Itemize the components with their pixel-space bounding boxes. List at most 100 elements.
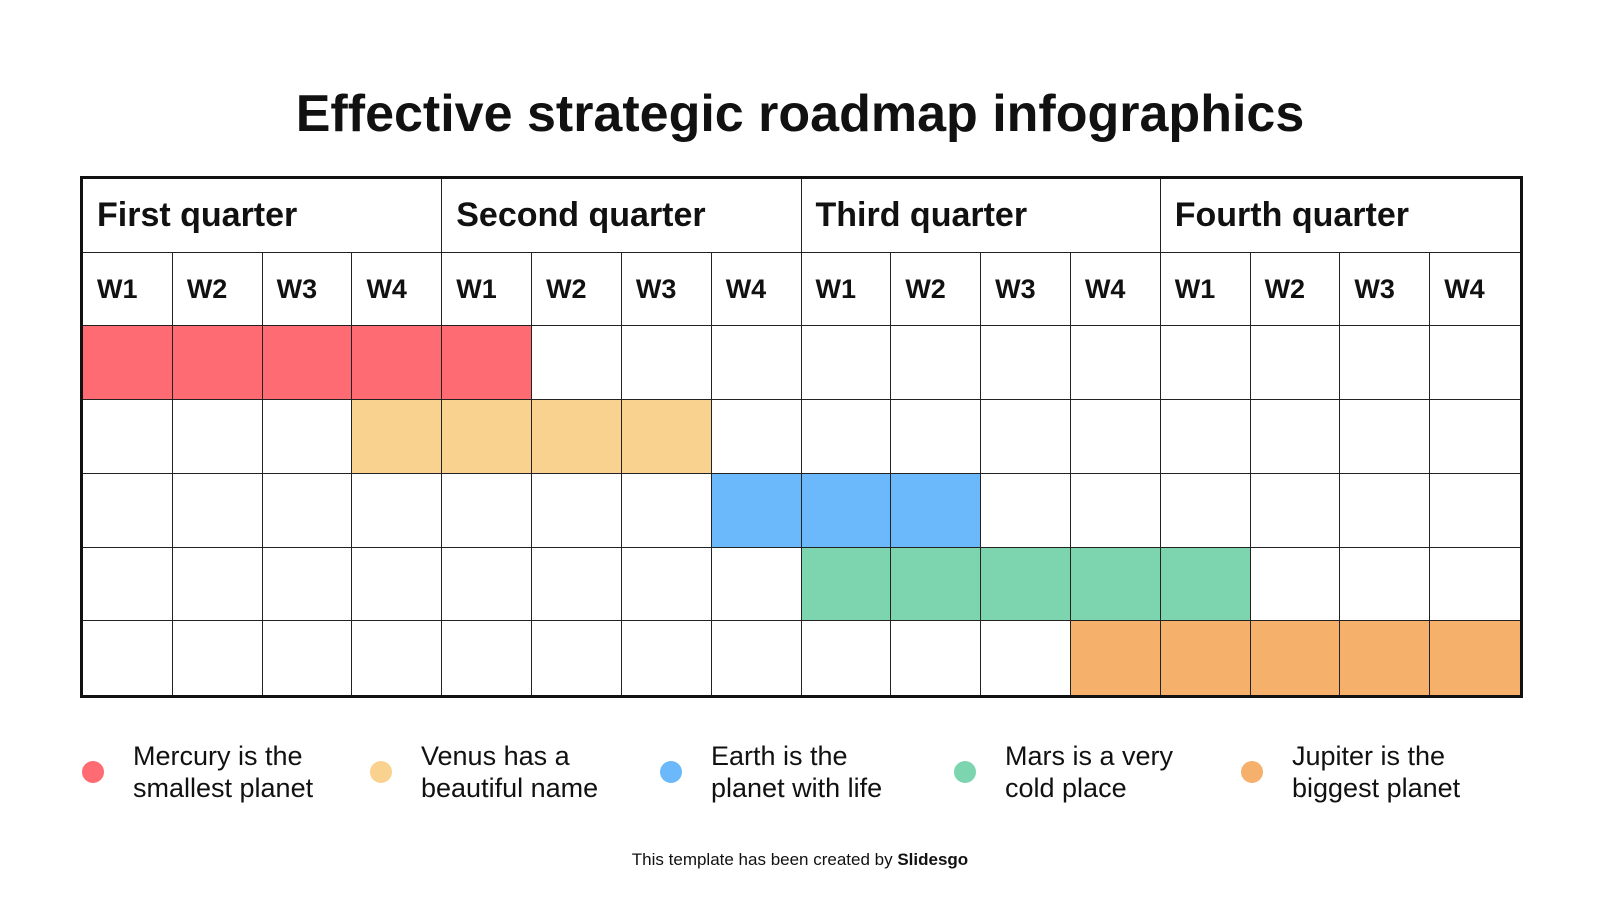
empty-cell — [83, 547, 173, 622]
task-bar-cell — [83, 326, 173, 401]
empty-cell — [442, 621, 533, 695]
task-bar-cell — [172, 326, 263, 401]
empty-cell — [83, 621, 173, 695]
task-bar-cell — [801, 473, 892, 548]
legend-line: Earth is the — [711, 741, 848, 771]
task-bar-cell — [1070, 547, 1161, 622]
empty-cell — [801, 326, 892, 401]
empty-cell — [352, 473, 443, 548]
legend-dot-icon — [660, 761, 682, 783]
legend-line: smallest planet — [133, 773, 314, 803]
empty-cell — [1160, 400, 1251, 474]
quarter-header: Third quarter — [801, 179, 1161, 253]
empty-cell — [1340, 326, 1431, 401]
week-header: W4 — [711, 252, 802, 327]
page-title: Effective strategic roadmap infographics — [295, 85, 1305, 143]
quarter-header: First quarter — [83, 179, 443, 253]
empty-cell — [711, 326, 802, 401]
empty-cell — [981, 473, 1071, 548]
legend-dot-icon — [1241, 761, 1263, 783]
empty-cell — [981, 621, 1071, 695]
legend-line: Mars is a very — [1005, 741, 1174, 771]
empty-cell — [1250, 473, 1341, 548]
task-bar-cell — [891, 473, 982, 548]
empty-cell — [1340, 400, 1431, 474]
week-header: W1 — [83, 252, 173, 327]
task-bar-cell — [1160, 547, 1251, 622]
empty-cell — [1250, 400, 1341, 474]
empty-cell — [1340, 547, 1431, 622]
legend-dot-icon — [82, 761, 104, 783]
week-header: W3 — [621, 252, 712, 327]
empty-cell — [1430, 400, 1520, 474]
empty-cell — [1160, 326, 1251, 401]
legend-line: cold place — [1005, 773, 1127, 803]
empty-cell — [532, 326, 622, 401]
task-bar-cell — [891, 547, 982, 622]
empty-cell — [891, 621, 982, 695]
task-bar-cell — [1430, 621, 1520, 695]
legend-line: Mercury is the — [133, 741, 303, 771]
empty-cell — [1070, 326, 1161, 401]
empty-cell — [172, 473, 263, 548]
empty-cell — [1430, 326, 1520, 401]
legend-line: planet with life — [711, 773, 883, 803]
task-bar-cell — [262, 326, 353, 401]
legend-dot-icon — [370, 761, 392, 783]
empty-cell — [172, 547, 263, 622]
empty-cell — [1160, 473, 1251, 548]
empty-cell — [891, 400, 982, 474]
week-header: W1 — [1160, 252, 1251, 327]
task-bar-cell — [442, 326, 533, 401]
empty-cell — [172, 400, 263, 474]
week-header: W2 — [891, 252, 982, 327]
task-bar-cell — [1250, 621, 1341, 695]
week-header: W3 — [981, 252, 1071, 327]
task-bar-cell — [1160, 621, 1251, 695]
task-bar-cell — [1070, 621, 1161, 695]
task-bar-cell — [352, 326, 443, 401]
footer-credit: This template has been created by Slides… — [0, 850, 1600, 870]
week-header: W4 — [352, 252, 443, 327]
quarter-header: Fourth quarter — [1160, 179, 1520, 253]
empty-cell — [352, 547, 443, 622]
week-header: W2 — [172, 252, 263, 327]
week-header: W1 — [801, 252, 892, 327]
empty-cell — [1340, 473, 1431, 548]
empty-cell — [711, 547, 802, 622]
task-bar-cell — [621, 400, 712, 474]
empty-cell — [442, 547, 533, 622]
legend-line: biggest planet — [1292, 773, 1461, 803]
week-header: W3 — [1340, 252, 1431, 327]
empty-cell — [83, 400, 173, 474]
empty-cell — [532, 473, 622, 548]
legend-dot-icon — [954, 761, 976, 783]
week-header: W4 — [1070, 252, 1161, 327]
week-header: W3 — [262, 252, 353, 327]
empty-cell — [262, 547, 353, 622]
empty-cell — [1070, 473, 1161, 548]
empty-cell — [891, 326, 982, 401]
empty-cell — [532, 547, 622, 622]
empty-cell — [173, 621, 263, 695]
empty-cell — [262, 400, 353, 474]
empty-cell — [621, 547, 712, 622]
empty-cell — [263, 621, 353, 695]
empty-cell — [1250, 326, 1341, 401]
empty-cell — [1070, 400, 1161, 474]
empty-cell — [352, 621, 443, 695]
empty-cell — [712, 621, 802, 695]
empty-cell — [802, 621, 892, 695]
empty-cell — [262, 473, 353, 548]
footer-text: This template has been created by — [631, 850, 898, 869]
task-bar-cell — [532, 400, 622, 474]
legend-line: Jupiter is the — [1292, 741, 1446, 771]
